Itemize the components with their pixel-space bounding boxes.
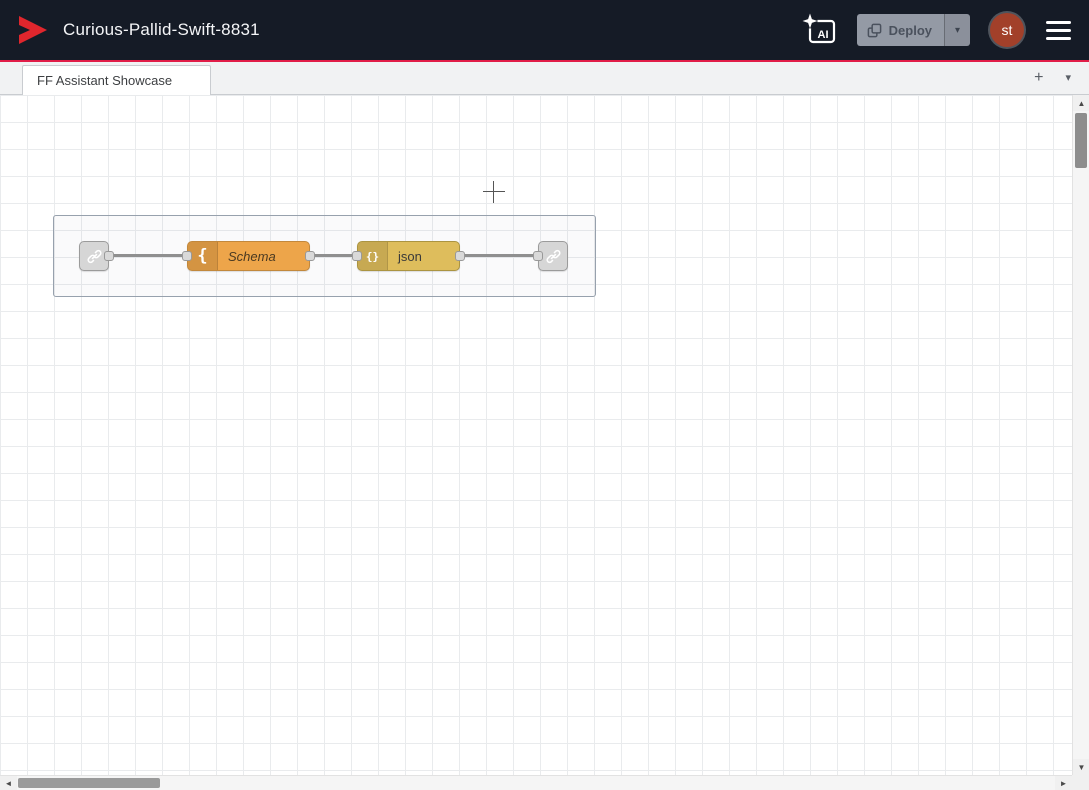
- scroll-right-button[interactable]: ►: [1055, 776, 1072, 790]
- flowfuse-logo-icon: [16, 13, 50, 47]
- menu-bar: [1046, 20, 1071, 24]
- vertical-scrollbar-thumb[interactable]: [1075, 113, 1087, 168]
- deploy-options-caret[interactable]: ▾: [944, 14, 970, 46]
- wire[interactable]: [308, 254, 359, 257]
- header-actions: AI Deploy ▾ st: [799, 12, 1073, 48]
- node-label: Schema: [228, 248, 276, 264]
- tab-ff-assistant-showcase[interactable]: FF Assistant Showcase: [22, 65, 212, 95]
- sparkle-icon: [802, 13, 818, 29]
- input-port[interactable]: [533, 251, 543, 261]
- flow-list-caret[interactable]: ▾: [1061, 71, 1075, 86]
- output-port[interactable]: [305, 251, 315, 261]
- deploy-button[interactable]: Deploy ▾: [856, 14, 970, 46]
- ai-assistant-button[interactable]: AI: [799, 12, 837, 48]
- input-port[interactable]: [352, 251, 362, 261]
- vertical-scrollbar[interactable]: ▲ ▼: [1072, 95, 1089, 775]
- workspace-tabbar: FF Assistant Showcase + ▾: [0, 62, 1089, 95]
- deploy-icon: [867, 23, 881, 37]
- link-icon: [87, 249, 101, 263]
- tab-label: FF Assistant Showcase: [37, 73, 173, 88]
- link-icon: [546, 249, 560, 263]
- main-menu-button[interactable]: [1044, 17, 1073, 44]
- output-port[interactable]: [455, 251, 465, 261]
- scroll-left-button[interactable]: ◄: [0, 776, 17, 790]
- json-braces-icon: {}: [358, 242, 388, 270]
- canvas-crosshair: [483, 191, 505, 192]
- scroll-up-button[interactable]: ▲: [1073, 95, 1089, 111]
- input-port[interactable]: [182, 251, 192, 261]
- app-header: Curious-Pallid-Swift-8831 AI Deploy: [0, 0, 1089, 62]
- horizontal-scrollbar-thumb[interactable]: [18, 778, 160, 788]
- flow-canvas[interactable]: { Schema {} json: [0, 95, 1072, 775]
- schema-brace-icon: {: [188, 242, 218, 270]
- scrollbar-corner: [1072, 775, 1089, 790]
- node-label: json: [398, 248, 422, 264]
- add-flow-button[interactable]: +: [1030, 68, 1047, 88]
- deploy-label: Deploy: [888, 22, 932, 38]
- wire[interactable]: [458, 254, 540, 257]
- node-schema[interactable]: { Schema: [187, 241, 310, 271]
- canvas-crosshair: [493, 181, 494, 203]
- deploy-main[interactable]: Deploy: [857, 23, 944, 38]
- ai-label: AI: [817, 29, 828, 41]
- scroll-down-button[interactable]: ▼: [1073, 759, 1089, 775]
- tabbar-actions: + ▾: [1030, 68, 1089, 94]
- project-title: Curious-Pallid-Swift-8831: [63, 20, 260, 39]
- wire[interactable]: [107, 254, 187, 257]
- horizontal-scrollbar[interactable]: ◄ ►: [0, 775, 1072, 790]
- menu-bar: [1046, 36, 1071, 40]
- node-json[interactable]: {} json: [357, 241, 460, 271]
- menu-bar: [1046, 28, 1071, 32]
- user-avatar[interactable]: st: [990, 13, 1024, 47]
- output-port[interactable]: [104, 251, 114, 261]
